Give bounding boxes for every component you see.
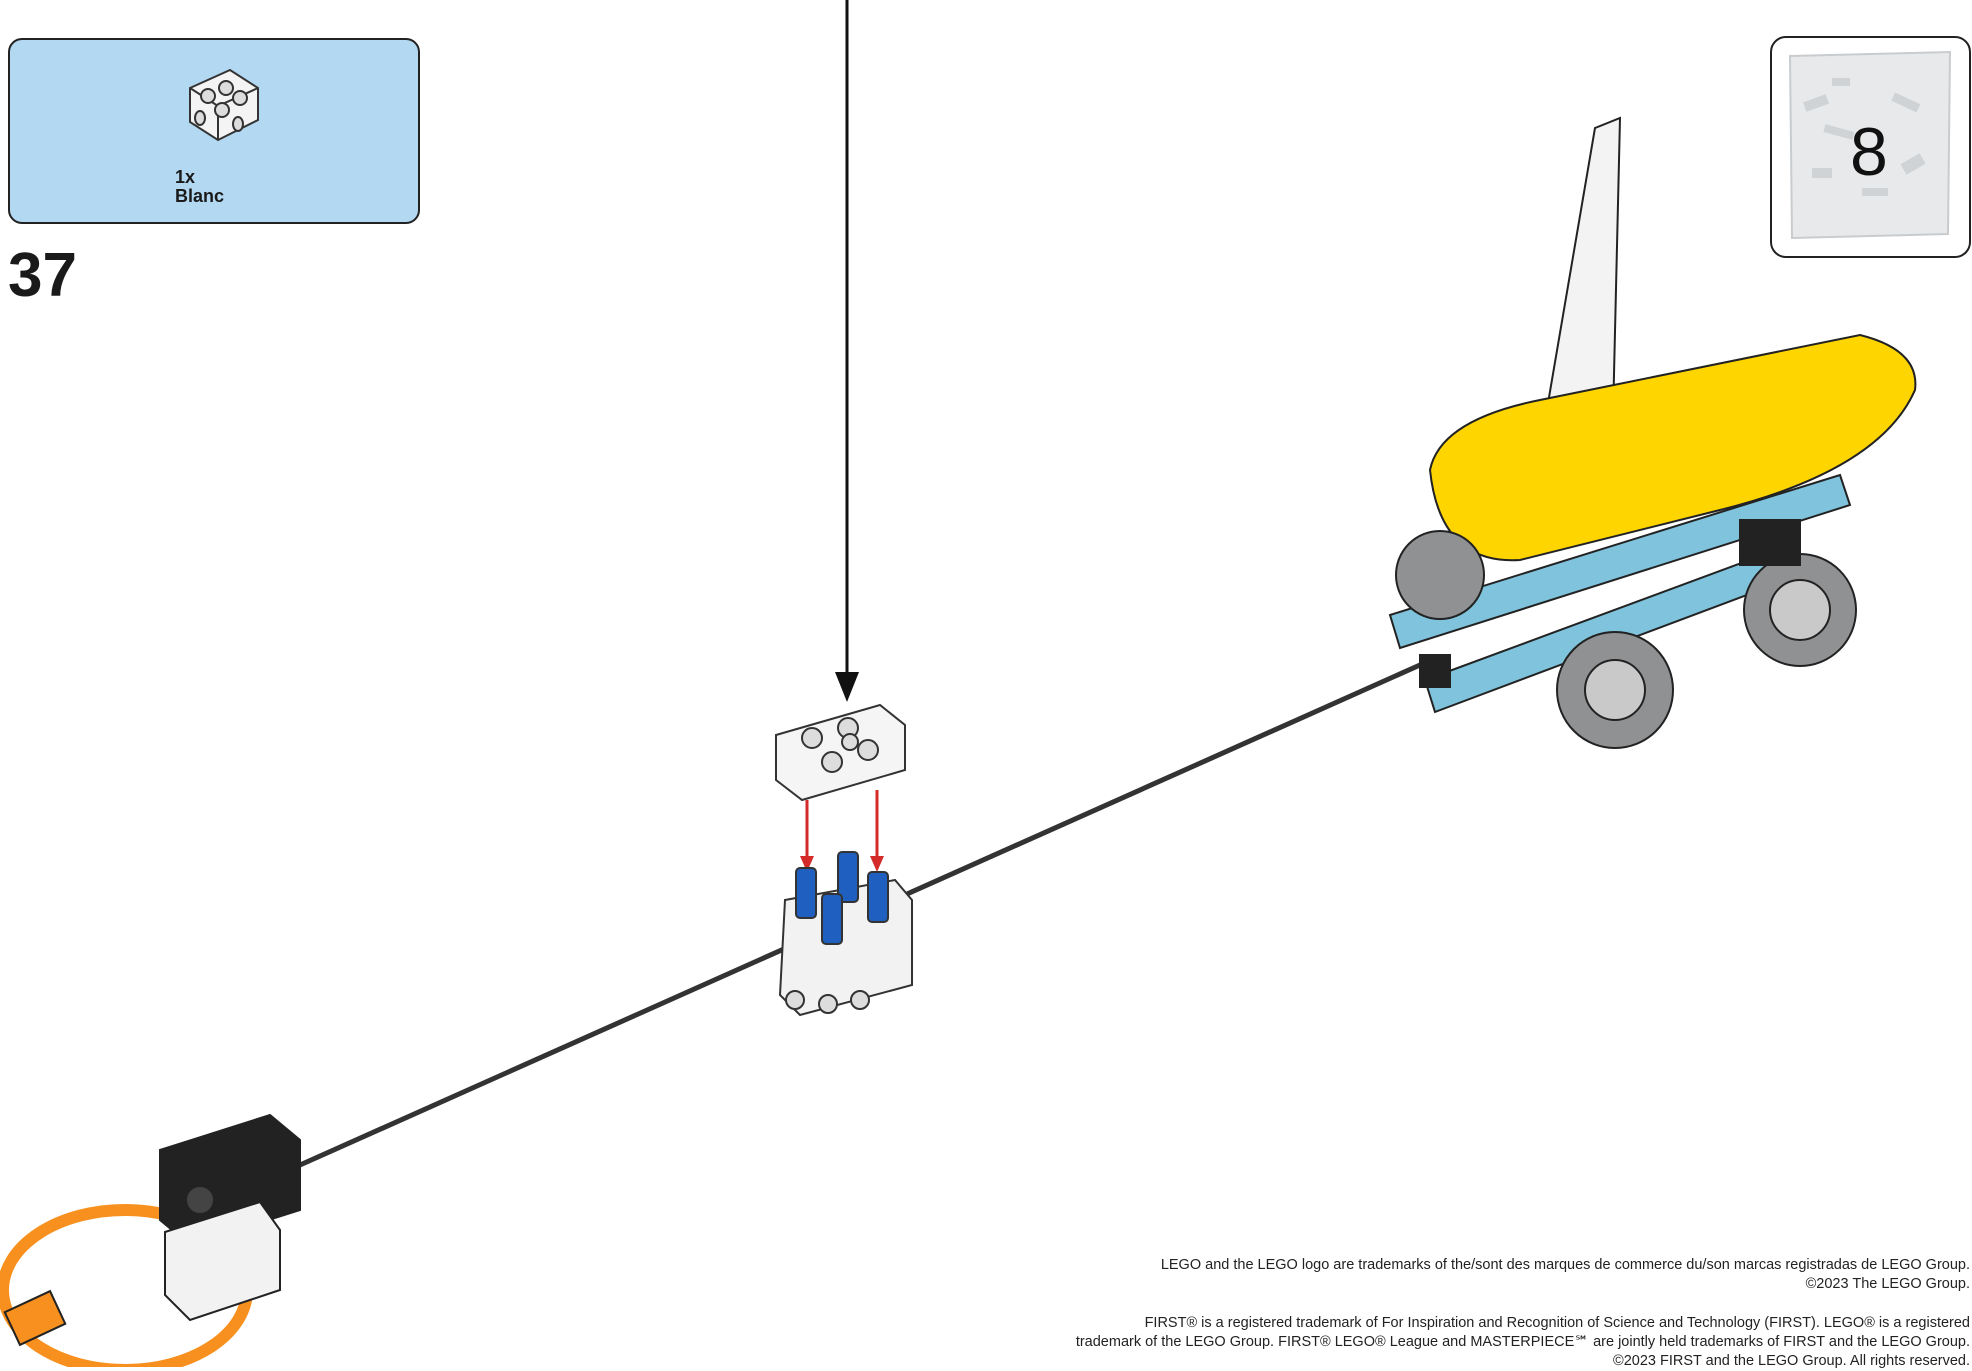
white-connector-piece	[775, 703, 906, 802]
legal-line-3: FIRST® is a registered trademark of For …	[1144, 1315, 1970, 1331]
cable	[298, 662, 1422, 1168]
red-guide-arrows	[800, 790, 884, 872]
bag-callout	[1770, 36, 1971, 258]
white-sail	[1538, 116, 1622, 462]
parts-callout: 1x Blanc	[8, 38, 420, 224]
legal-line-4: trademark of the LEGO Group. FIRST® LEGO…	[1075, 1334, 1970, 1350]
pin-base	[778, 851, 913, 1017]
legal-line-1: LEGO and the LEGO logo are trademarks of…	[1160, 1257, 1970, 1273]
legal-line-5: ©2023 FIRST and the LEGO Group. All righ…	[1613, 1353, 1970, 1369]
parts-quantity-label: 1x Blanc	[175, 168, 224, 206]
trademark-notice-first: FIRST® is a registered trademark of For …	[870, 1314, 1970, 1371]
yellow-body	[1428, 333, 1917, 562]
trademark-notice-lego: LEGO and the LEGO logo are trademarks of…	[870, 1256, 1970, 1294]
placement-arrow	[835, 0, 859, 702]
motor-with-ring	[0, 1113, 301, 1367]
part-quantity: 1x	[175, 167, 196, 187]
parts-bag-icon	[1788, 50, 1952, 240]
step-number: 37	[8, 241, 77, 310]
white-connector-part-icon	[189, 68, 259, 142]
bag-number: 8	[1850, 114, 1888, 190]
legal-line-2: ©2023 The LEGO Group.	[1805, 1276, 1970, 1292]
part-color: Blanc	[175, 186, 225, 206]
